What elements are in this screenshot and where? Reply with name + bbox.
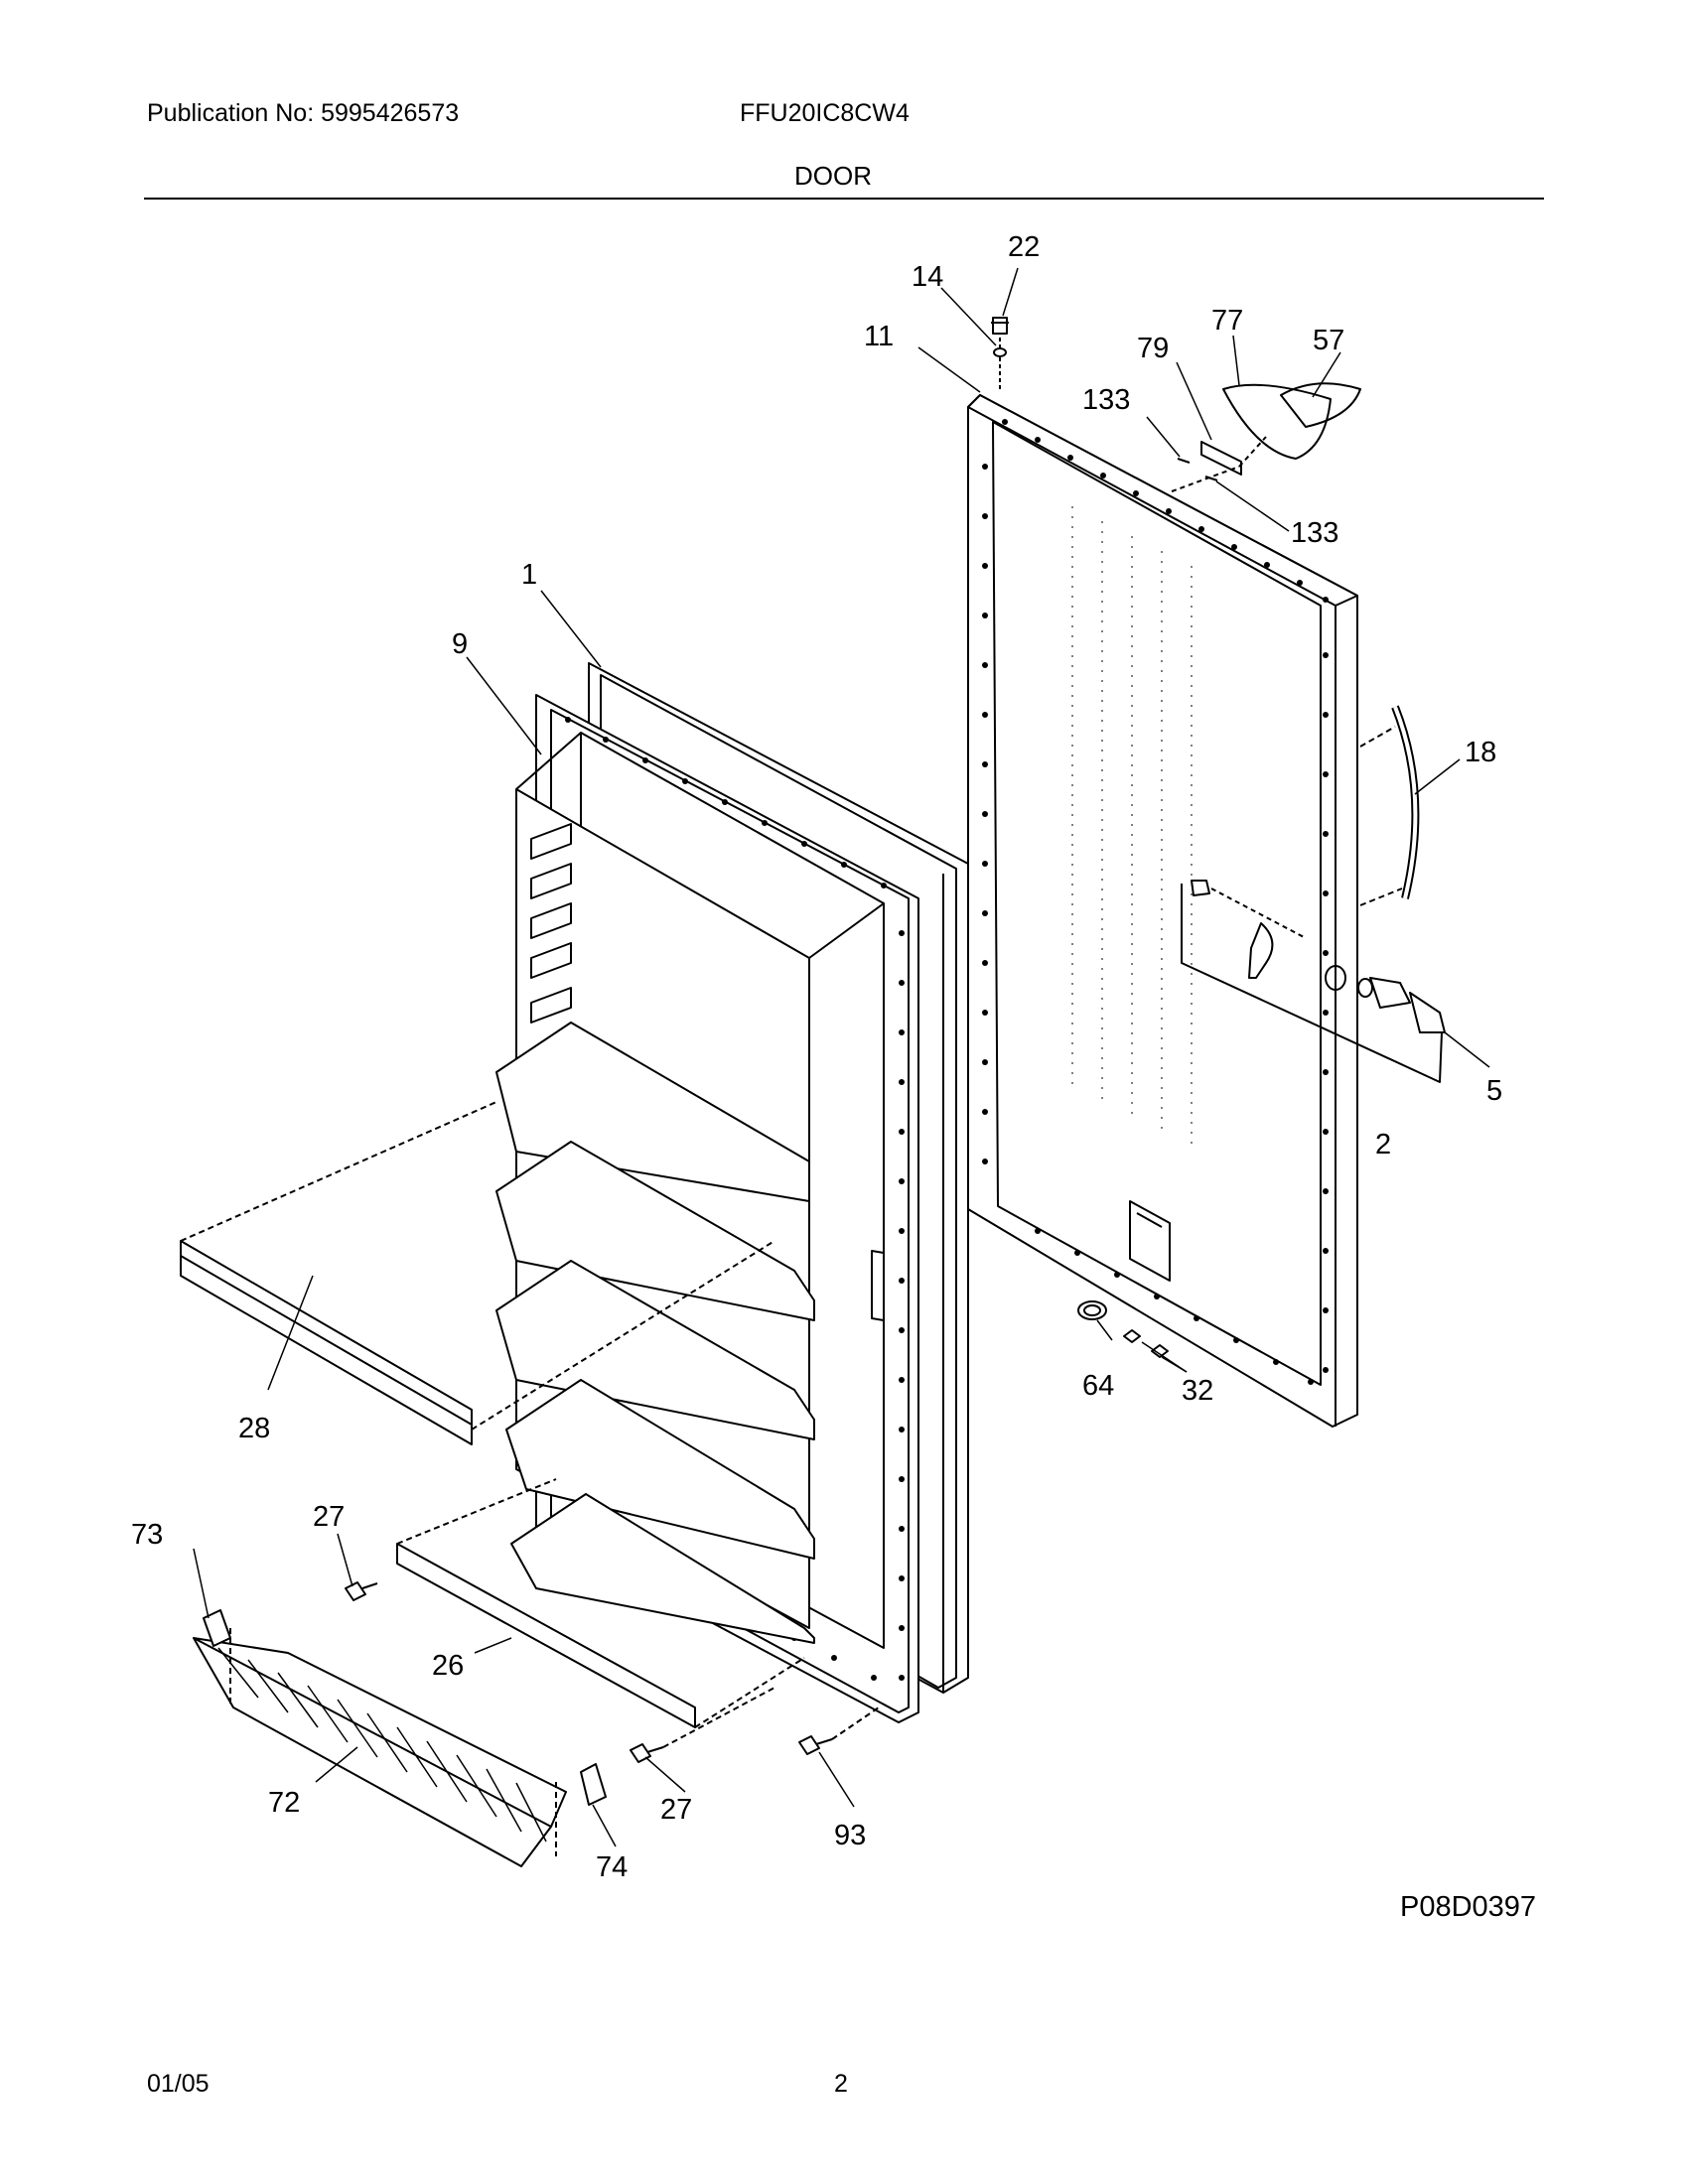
section-title: DOOR	[794, 161, 872, 191]
callout-74: 74	[596, 1851, 628, 1883]
footer-date: 01/05	[147, 2070, 210, 2098]
callout-77: 77	[1211, 305, 1243, 337]
callout-133a: 133	[1082, 384, 1130, 416]
callout-11: 11	[864, 321, 894, 352]
callout-18: 18	[1465, 737, 1496, 768]
shelf-rail	[180, 1101, 775, 1445]
callout-5: 5	[1486, 1075, 1502, 1107]
callout-labels: 22 14 77 11 79 57 133 133 1 9 18 5 2 64 …	[131, 231, 1502, 1883]
hinge-bushing	[991, 317, 1009, 392]
callout-93: 93	[834, 1820, 866, 1851]
callout-22: 22	[1008, 231, 1040, 263]
screws	[345, 1581, 880, 1763]
outer-door-panel	[967, 394, 1358, 1428]
callout-64: 64	[1082, 1370, 1114, 1402]
callout-57: 57	[1313, 325, 1344, 356]
callout-79: 79	[1137, 333, 1169, 364]
inner-door-liner	[495, 694, 919, 1723]
callout-28: 28	[238, 1413, 270, 1444]
callout-1: 1	[521, 559, 537, 591]
callout-73: 73	[131, 1519, 163, 1551]
drawing-number: P08D0397	[1400, 1891, 1537, 1923]
wire-basket	[193, 1609, 607, 1867]
callout-2: 2	[1375, 1129, 1391, 1160]
callout-26: 26	[432, 1650, 464, 1682]
callout-14: 14	[912, 261, 943, 293]
callout-9: 9	[452, 628, 468, 660]
callout-27a: 27	[313, 1501, 345, 1533]
callout-27b: 27	[660, 1794, 692, 1826]
callout-32: 32	[1182, 1375, 1213, 1407]
page-number: 2	[834, 2070, 848, 2098]
leader-lines	[193, 267, 1490, 1847]
cam-bracket-assembly	[1171, 382, 1361, 492]
model-number: FFU20IC8CW4	[740, 99, 910, 127]
callout-72: 72	[268, 1787, 300, 1819]
door-handle	[1359, 705, 1420, 906]
door-stops	[1077, 1300, 1169, 1358]
callout-133b: 133	[1291, 517, 1338, 549]
publication-number: Publication No: 5995426573	[147, 99, 460, 127]
header-rule	[144, 198, 1544, 200]
lock-assembly	[1181, 880, 1446, 1083]
basket-front-rail	[396, 1478, 805, 1728]
